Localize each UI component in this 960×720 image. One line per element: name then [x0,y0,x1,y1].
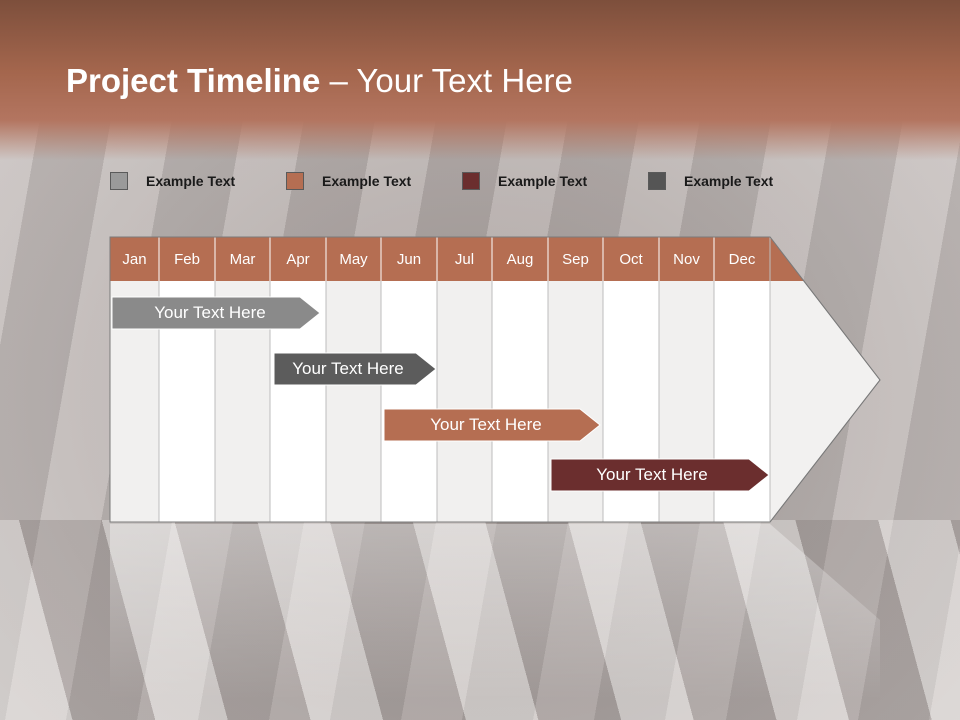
slide-title-rest: – Your Text Here [320,62,573,99]
legend-item-2: Example Text [286,170,411,192]
task-label-2: Your Text Here [292,359,404,378]
legend-label-4: Example Text [684,173,774,189]
title-banner [0,0,960,160]
task-label-3: Your Text Here [430,415,542,434]
legend-item-3: Example Text [462,170,587,192]
legend-label-3: Example Text [498,173,588,189]
legend-swatch-3 [462,172,480,190]
task-label-1: Your Text Here [154,303,266,322]
slide-title: Project Timeline – Your Text Here [66,60,573,102]
background-road-stripes [0,520,960,720]
legend-swatch-2 [286,172,304,190]
legend-item-1: Example Text [110,170,235,192]
legend-label-1: Example Text [146,173,236,189]
legend-label-2: Example Text [322,173,412,189]
task-label-4: Your Text Here [596,465,708,484]
slide-title-bold: Project Timeline [66,62,321,99]
legend-swatch-4 [648,172,666,190]
legend-item-4: Example Text [648,170,773,192]
legend-swatch-1 [110,172,128,190]
